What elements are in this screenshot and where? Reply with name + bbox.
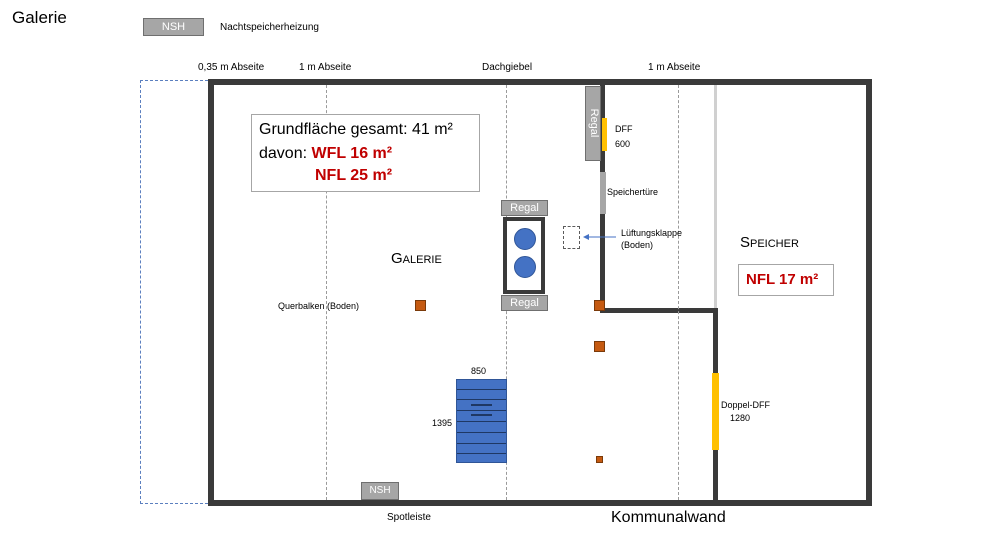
nsh-heater-label: NSH (369, 485, 391, 496)
regal-vertical-label: Regal (588, 108, 600, 138)
label-lueftungsklappe: Lüftungsklappe (621, 228, 683, 238)
label-lueftungsklappe-sub: (Boden) (621, 240, 654, 250)
room-speicher: Speicher (740, 234, 799, 251)
vent-flap (563, 226, 580, 249)
label-abseite-035: 0,35 m Abseite (198, 62, 265, 73)
wall-left (208, 79, 214, 506)
line-abseite-right (678, 85, 679, 500)
beam-1 (415, 300, 426, 311)
beam-4 (596, 456, 603, 463)
wall-speicher-light (714, 85, 717, 308)
label-speichertuere: Speichertüre (607, 187, 659, 197)
info-line-wfl: davon: WFL 16 m² (259, 145, 392, 163)
regal-bottom-label: Regal (510, 297, 539, 309)
legend-nsh-swatch: NSH (143, 18, 204, 36)
label-dff-size: 600 (615, 139, 631, 149)
label-querbalken: Querbalken (Boden) (278, 301, 360, 311)
vent-arrow-icon (583, 234, 616, 240)
label-doppel-dff: Doppel-DFF (721, 400, 771, 410)
label-stair-width: 850 (471, 366, 487, 376)
label-dff: DFF (615, 124, 633, 134)
page-title: Galerie (12, 8, 67, 27)
info-nfl-value: NFL 25 m² (315, 167, 393, 184)
label-doppel-dff-size: 1280 (730, 413, 751, 423)
info-line-total: Grundfläche gesamt: 41 m² (259, 121, 453, 138)
info-wfl-value: WFL 16 m² (311, 145, 393, 162)
label-dachgiebel: Dachgiebel (482, 62, 533, 73)
label-kommunalwand: Kommunalwand (611, 509, 726, 526)
window-doppel-dff (712, 373, 719, 450)
label-spotleiste: Spotleiste (387, 512, 431, 523)
stove-plate-bottom (514, 256, 536, 278)
speicher-nfl-value: NFL 17 m² (746, 271, 819, 288)
beam-3 (594, 341, 605, 352)
regal-top-label: Regal (510, 202, 539, 214)
speicher-nfl-box: NFL 17 m² (738, 264, 834, 296)
regal-top: Regal (501, 200, 548, 216)
staircase (456, 379, 507, 463)
label-abseite-1-right: 1 m Abseite (648, 62, 701, 73)
door-speicher (600, 172, 606, 214)
info-box: Grundfläche gesamt: 41 m² davon: WFL 16 … (251, 114, 480, 192)
beam-2 (594, 300, 605, 311)
info-davon: davon: (259, 145, 312, 162)
label-abseite-1-left: 1 m Abseite (299, 62, 352, 73)
wall-top (208, 79, 872, 85)
wall-right (866, 79, 872, 506)
regal-vertical: Regal (585, 86, 601, 161)
line-abseite-left (326, 85, 327, 500)
wall-bottom (208, 500, 872, 506)
legend-nsh-label: NSH (161, 21, 186, 33)
stove-plate-top (514, 228, 536, 250)
label-stair-length: 1395 (432, 418, 453, 428)
abseite-outline (140, 80, 208, 504)
nsh-heater: NSH (361, 482, 399, 500)
legend-description: Nachtspeicherheizung (220, 22, 319, 33)
window-dff (602, 118, 607, 151)
wall-inner-horizontal (600, 308, 718, 313)
room-galerie: Galerie (391, 250, 442, 267)
regal-bottom: Regal (501, 295, 548, 311)
